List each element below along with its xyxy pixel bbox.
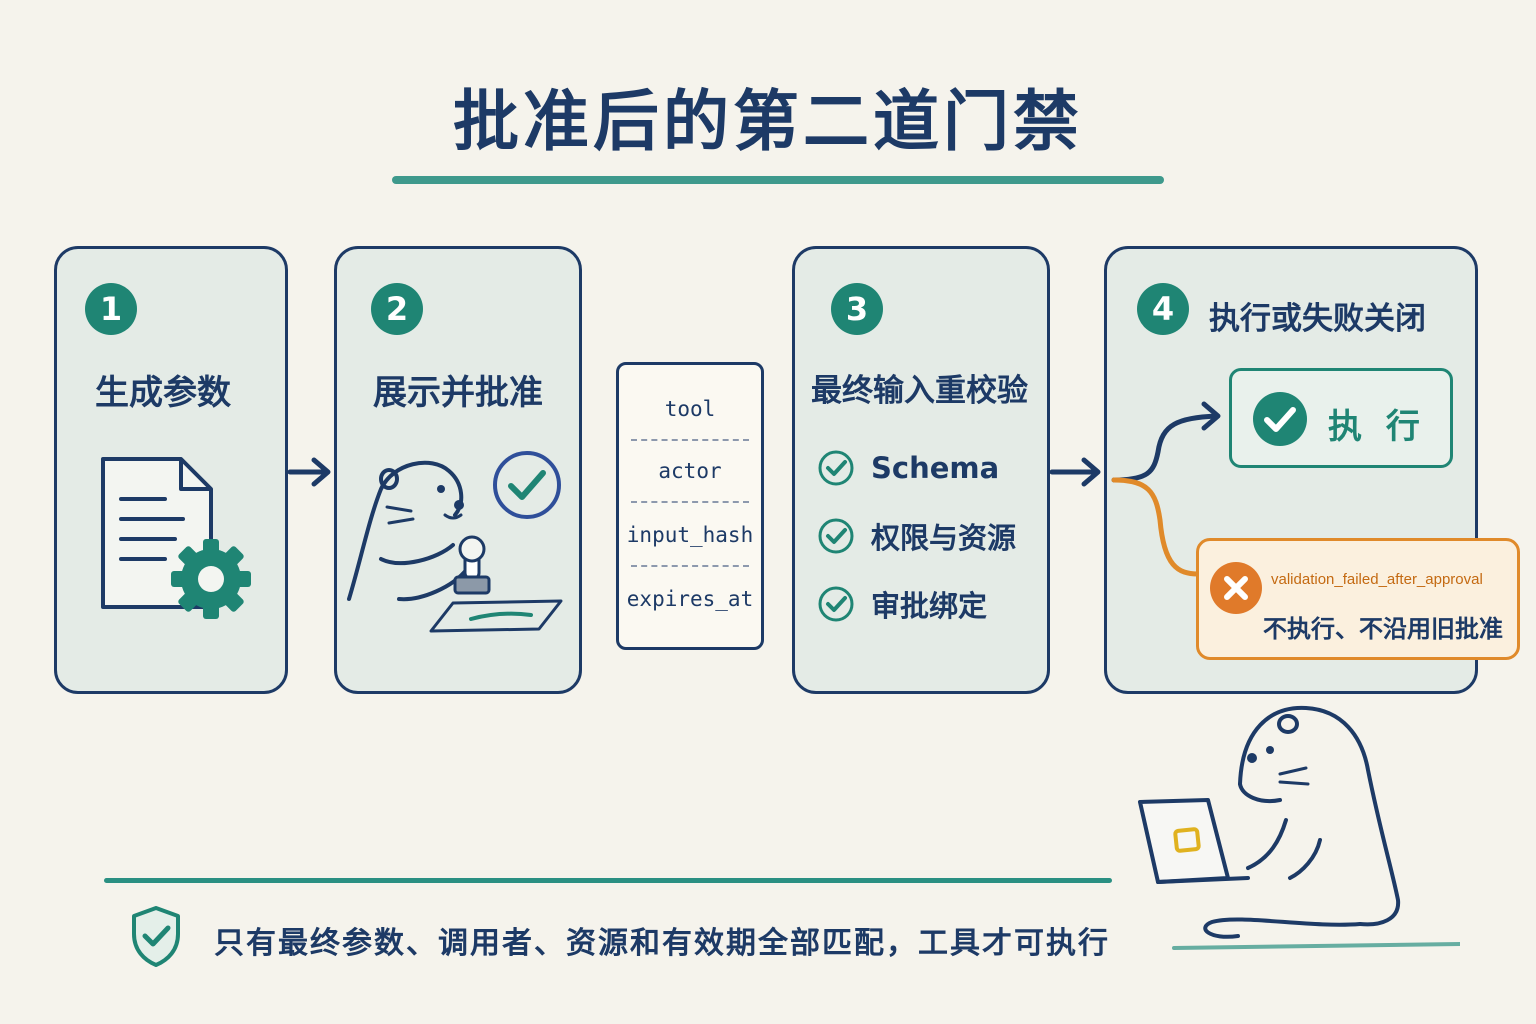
check-circle-icon: [818, 586, 854, 622]
step-label-3: 最终输入重校验: [811, 373, 1028, 409]
execute-label: 执 行: [1328, 407, 1426, 447]
success-check-icon: [1253, 392, 1307, 446]
page-title: 批准后的第二道门禁: [453, 83, 1083, 160]
check-item-permissions: 权限与资源: [817, 515, 1016, 557]
step-badge-1: 1: [85, 283, 137, 335]
step-card-1: 1 生成参数: [54, 246, 288, 694]
step-label-4: 执行或失败关闭: [1209, 301, 1426, 337]
approved-check-icon: [493, 451, 561, 519]
failure-code: validation_failed_after_approval: [1271, 571, 1483, 588]
ticket-divider: [631, 501, 749, 503]
arrow-right-icon: [288, 457, 331, 487]
check-circle-icon: [818, 450, 854, 486]
footer-note: 只有最终参数、调用者、资源和有效期全部匹配，工具才可执行: [214, 926, 1110, 961]
execute-result-box: 执 行: [1229, 368, 1453, 468]
shield-check-icon: [132, 906, 180, 967]
step-card-2: 2 展示并批准: [334, 246, 582, 694]
step-card-3: 3 最终输入重校验 Schema 权限与资源 审批绑定: [792, 246, 1050, 694]
failure-message: 不执行、不沿用旧批准: [1263, 615, 1503, 643]
check-item-approval-binding: 审批绑定: [817, 583, 987, 625]
title-underline: [392, 176, 1164, 184]
otter-stamping-icon: [347, 460, 563, 633]
step-badge-3: 3: [831, 283, 883, 335]
check-label: Schema: [871, 451, 1000, 485]
step-label-2: 展示并批准: [373, 373, 543, 413]
ticket-field-expires-at: expires_at: [626, 587, 754, 611]
ticket-divider: [631, 565, 749, 567]
branch-arrows: [1111, 401, 1221, 577]
ticket-field-input-hash: input_hash: [626, 523, 754, 547]
ticket-field-tool: tool: [664, 397, 716, 421]
step-label-1: 生成参数: [95, 373, 231, 413]
otter-laptop-icon: [1138, 705, 1460, 950]
failure-result-box: validation_failed_after_approval 不执行、不沿用…: [1196, 538, 1520, 660]
arrow-right-icon: [1050, 457, 1101, 487]
check-circle-icon: [818, 518, 854, 554]
footer-divider: [104, 878, 1112, 883]
document-gear-icon: [101, 457, 251, 619]
ticket-divider: [631, 439, 749, 441]
ticket-field-actor: actor: [658, 459, 722, 483]
check-label: 审批绑定: [871, 589, 988, 623]
step-badge-4: 4: [1137, 283, 1189, 335]
check-item-schema: Schema: [817, 449, 999, 487]
error-x-icon: [1210, 562, 1262, 614]
step-badge-2: 2: [371, 283, 423, 335]
check-label: 权限与资源: [871, 521, 1017, 555]
approval-ticket: tool actor input_hash expires_at: [616, 362, 764, 650]
